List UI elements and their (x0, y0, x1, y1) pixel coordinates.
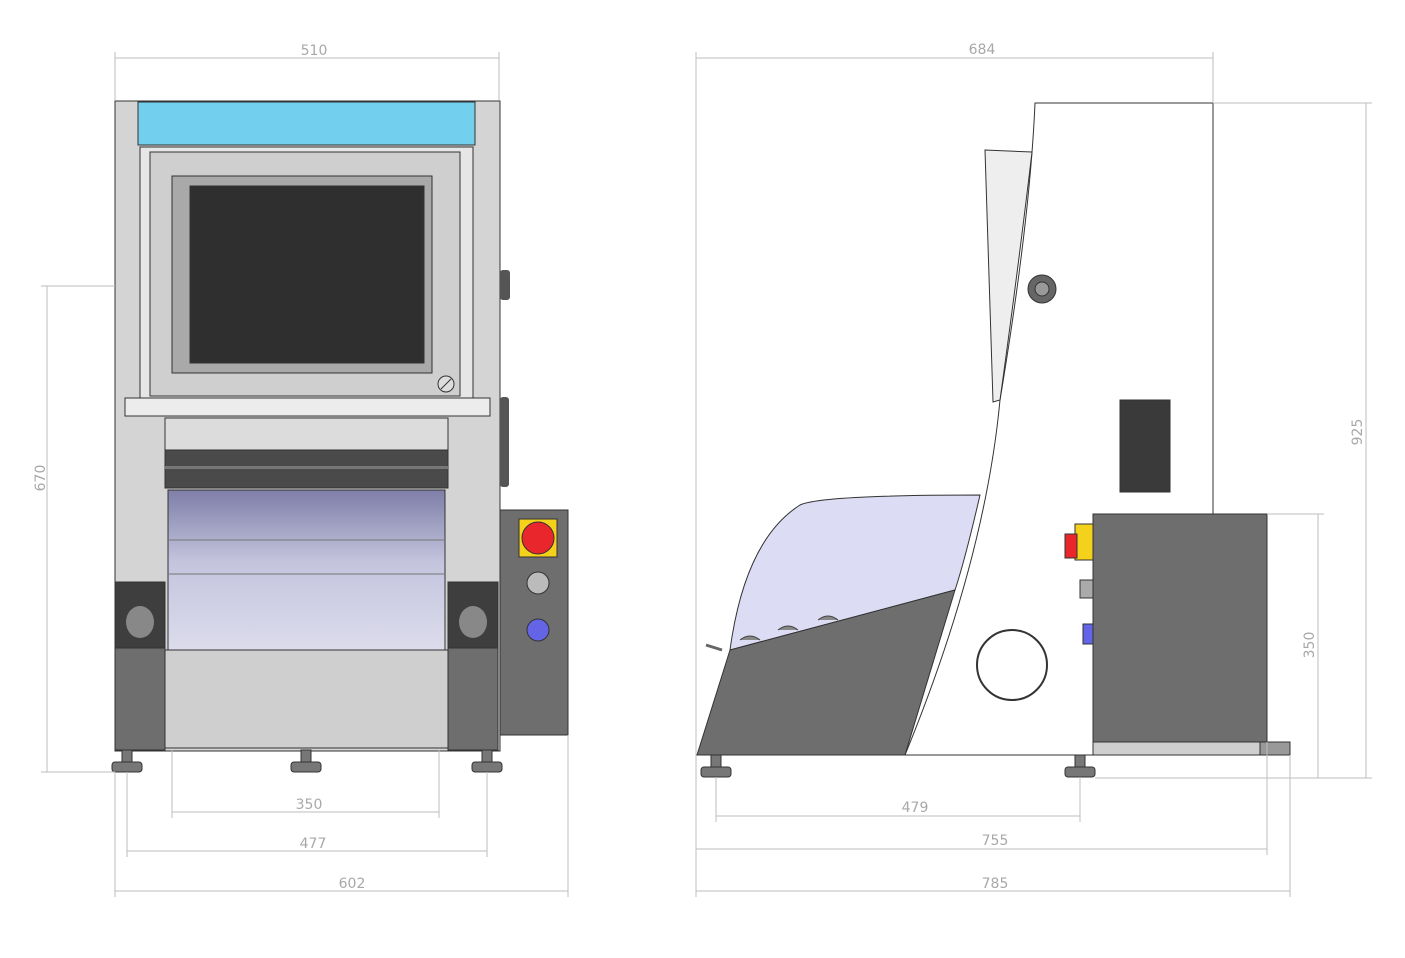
side-body (904, 102, 1214, 756)
side-feet (700, 754, 1096, 778)
upper-lower-panel (164, 417, 449, 451)
dim-684: 684 (969, 42, 996, 58)
dim-925: 925 (1350, 419, 1366, 446)
cyan-top-band (137, 101, 476, 146)
dim-477: 477 (300, 836, 327, 852)
right-leg (447, 647, 499, 751)
side-knob (500, 270, 510, 300)
blue-button-side[interactable] (1082, 623, 1094, 645)
selector-side[interactable] (1079, 579, 1094, 599)
dim-602: 602 (339, 876, 366, 892)
drain-port (976, 629, 1048, 701)
screen-side (984, 149, 1033, 403)
side-handle (1119, 399, 1171, 493)
dim-510: 510 (301, 43, 328, 59)
front-dimensions: 510 670 350 477 602 (33, 43, 569, 897)
lower-panel (164, 649, 449, 749)
feet (111, 749, 503, 773)
control-box-side (1092, 513, 1268, 743)
dim-479: 479 (902, 800, 929, 816)
main-switch[interactable] (521, 521, 555, 555)
side-view (696, 102, 1291, 778)
dim-350-side: 350 (1302, 632, 1318, 659)
dim-785: 785 (982, 876, 1009, 892)
side-handle (500, 397, 509, 487)
blue-button[interactable] (526, 618, 550, 642)
transparent-cover-side (729, 494, 981, 651)
dim-350-front: 350 (296, 797, 323, 813)
left-leg (114, 647, 166, 751)
switch-side[interactable] (1074, 523, 1094, 561)
dim-670: 670 (33, 465, 49, 492)
tray-ledge (124, 397, 491, 417)
transparent-cover (167, 489, 446, 651)
screen (189, 185, 425, 364)
selector-knob[interactable] (526, 571, 550, 595)
side-dimensions: 684 925 350 479 755 785 (695, 42, 1372, 897)
dim-755: 755 (982, 833, 1009, 849)
front-view (111, 100, 569, 773)
